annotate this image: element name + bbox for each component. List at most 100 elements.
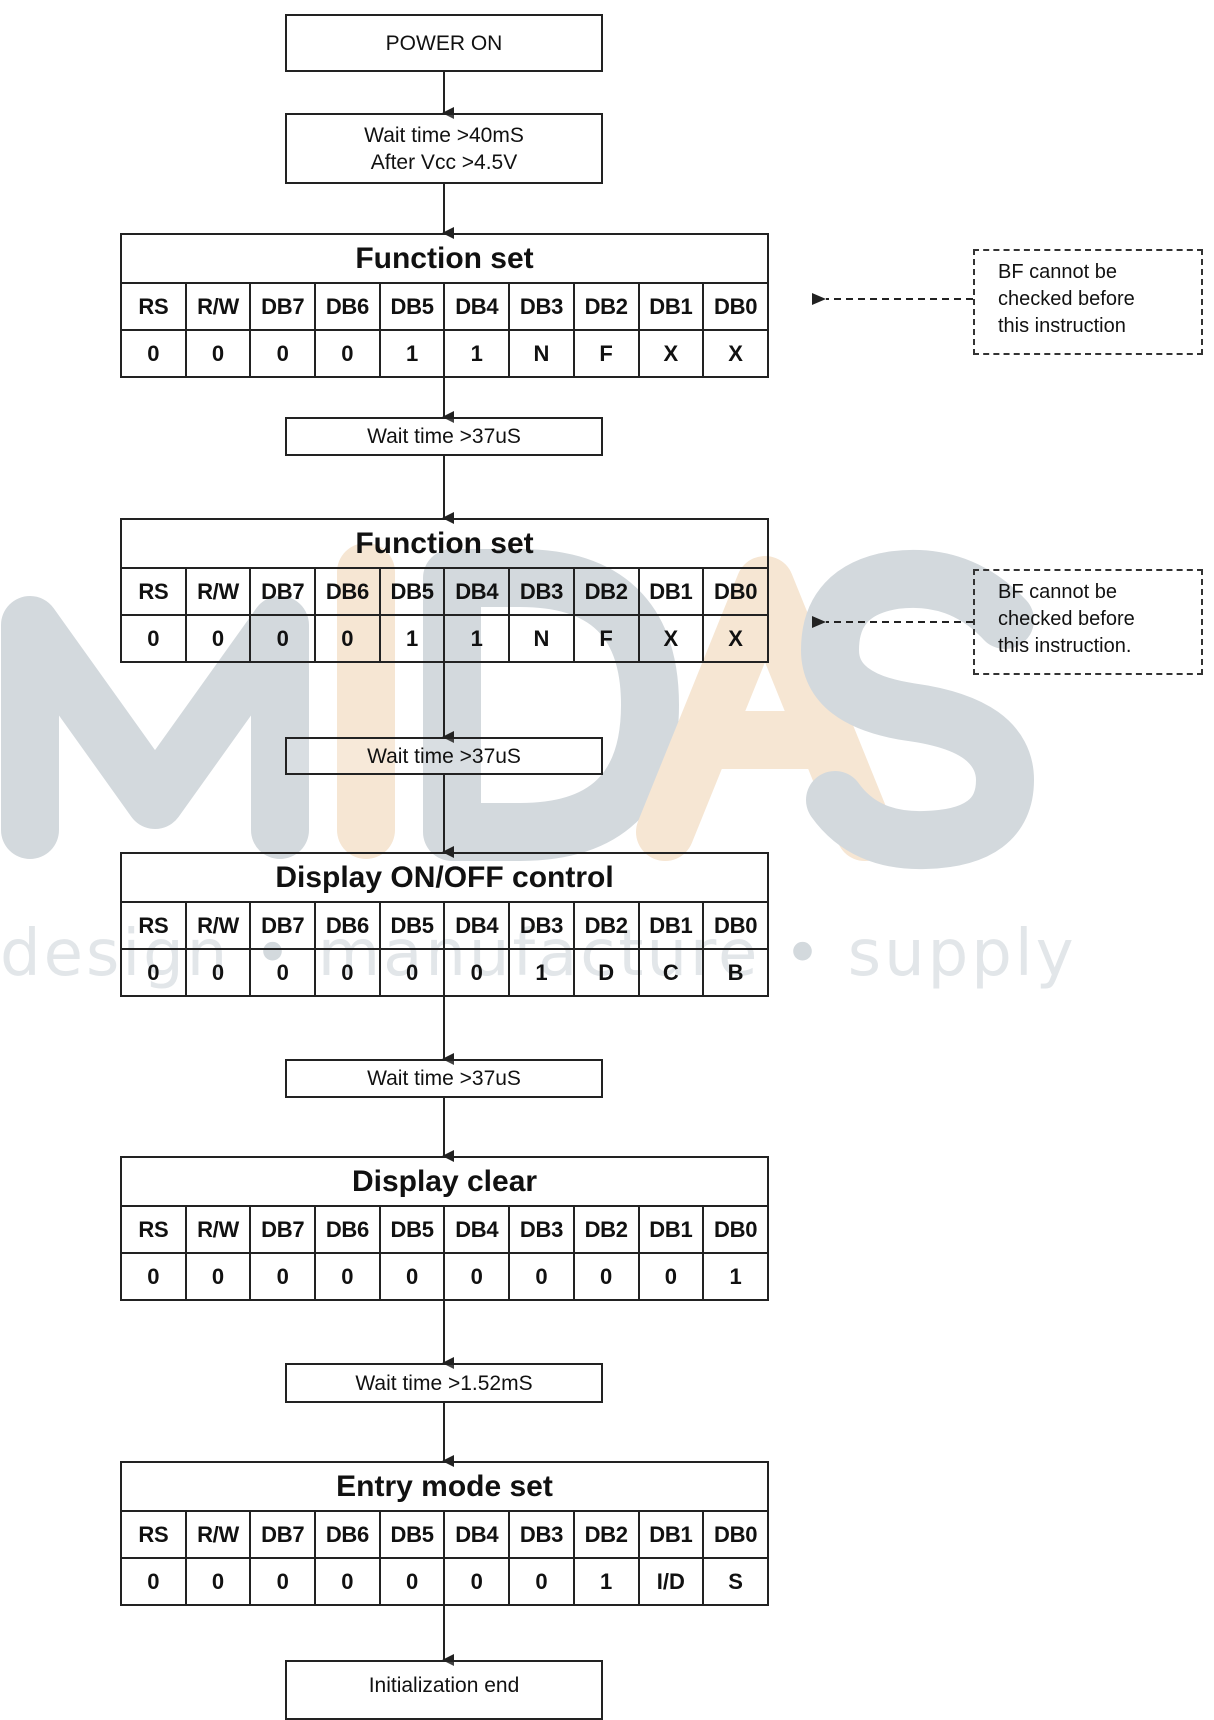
value-cell: 0 [249, 1252, 317, 1301]
wait-initial-line2: After Vcc >4.5V [370, 150, 518, 174]
value-cell: N [508, 614, 575, 663]
header-cell: DB7 [249, 282, 317, 331]
value-cell: 0 [120, 614, 187, 663]
header-cell: R/W [184, 282, 252, 331]
value-cell: 0 [184, 329, 252, 378]
header-cell: RS [120, 282, 187, 331]
value-cell: 0 [314, 1557, 381, 1606]
header-cell: DB6 [314, 1205, 381, 1254]
value-cell: X [702, 614, 769, 663]
header-cell: DB4 [443, 1510, 511, 1559]
header-cell: DB5 [378, 901, 446, 950]
instruction-title: Display ON/OFF control [120, 852, 769, 903]
wait-label: Wait time >1.52mS [355, 1371, 533, 1395]
header-cell: DB4 [443, 567, 511, 616]
value-cell: 0 [314, 1252, 381, 1301]
wait-label: Wait time >37uS [367, 425, 521, 448]
value-cell: I/D [637, 1557, 705, 1606]
note-line: BF cannot be [998, 581, 1117, 603]
value-cell: 0 [249, 329, 317, 378]
value-cell: 0 [378, 1557, 446, 1606]
value-cell: F [572, 614, 640, 663]
value-cell: 0 [184, 948, 252, 997]
value-cell: 0 [314, 614, 381, 663]
instruction-title: Display clear [120, 1156, 769, 1207]
value-cell: 0 [120, 948, 187, 997]
header-cell: DB6 [314, 282, 381, 331]
initialization-end-label: Initialization end [368, 1674, 520, 1697]
note-line: this instruction. [998, 635, 1132, 657]
value-cell: 1 [508, 948, 575, 997]
header-cell: DB6 [314, 567, 381, 616]
value-cell: 0 [184, 1252, 252, 1301]
value-cell: 0 [120, 329, 187, 378]
header-cell: DB1 [637, 901, 705, 950]
wait-initial-line1: Wait time >40mS [364, 123, 524, 147]
value-cell: D [572, 948, 640, 997]
header-cell: DB1 [637, 1205, 705, 1254]
value-cell: 1 [572, 1557, 640, 1606]
wait-label: Wait time >37uS [367, 744, 521, 768]
value-cell: 1 [443, 329, 511, 378]
value-cell: 0 [249, 1557, 317, 1606]
header-cell: RS [120, 901, 187, 950]
value-cell: 0 [508, 1557, 575, 1606]
header-cell: RS [120, 1205, 187, 1254]
header-cell: DB1 [637, 282, 705, 331]
initialization-end-box: Initialization end [285, 1660, 603, 1720]
header-cell: DB4 [443, 901, 511, 950]
value-cell: 0 [314, 948, 381, 997]
header-cell: DB2 [572, 1205, 640, 1254]
header-cell: R/W [184, 901, 252, 950]
header-cell: DB3 [508, 567, 575, 616]
header-cell: DB3 [508, 901, 575, 950]
value-cell: 1 [378, 329, 446, 378]
wait-box-4: Wait time >1.52mS [285, 1363, 603, 1403]
value-cell: B [702, 948, 769, 997]
wait-box-2: Wait time >37uS [285, 737, 603, 775]
instruction-title: Function set [120, 233, 769, 284]
header-cell: DB2 [572, 282, 640, 331]
value-cell: 0 [120, 1252, 187, 1301]
note-line: BF cannot be [998, 261, 1117, 283]
header-cell: DB1 [637, 567, 705, 616]
header-cell: DB5 [378, 282, 446, 331]
value-cell: 0 [249, 948, 317, 997]
value-cell: 0 [508, 1252, 575, 1301]
wait-label: Wait time >37uS [367, 1067, 521, 1090]
value-cell: 0 [572, 1252, 640, 1301]
value-cell: 0 [184, 1557, 252, 1606]
header-cell: R/W [184, 567, 252, 616]
wait-box-3: Wait time >37uS [285, 1059, 603, 1098]
value-cell: 0 [443, 948, 511, 997]
header-cell: DB0 [702, 1205, 769, 1254]
value-cell: 0 [443, 1252, 511, 1301]
note-line: checked before [998, 608, 1135, 630]
header-cell: DB3 [508, 1205, 575, 1254]
header-cell: DB5 [378, 1205, 446, 1254]
value-cell: 1 [702, 1252, 769, 1301]
header-cell: DB4 [443, 1205, 511, 1254]
header-cell: DB0 [702, 1510, 769, 1559]
wait-box-1: Wait time >37uS [285, 417, 603, 456]
header-cell: DB7 [249, 1205, 317, 1254]
header-cell: DB3 [508, 282, 575, 331]
header-cell: DB1 [637, 1510, 705, 1559]
bf-note-1: BF cannot be checked before this instruc… [973, 249, 1203, 355]
value-cell: 0 [378, 1252, 446, 1301]
value-cell: 0 [249, 614, 317, 663]
value-cell: 0 [120, 1557, 187, 1606]
header-cell: DB7 [249, 567, 317, 616]
header-cell: DB0 [702, 567, 769, 616]
power-on-label: POWER ON [385, 31, 503, 55]
note-line: checked before [998, 288, 1135, 310]
header-cell: RS [120, 1510, 187, 1559]
header-cell: DB7 [249, 901, 317, 950]
header-cell: R/W [184, 1205, 252, 1254]
